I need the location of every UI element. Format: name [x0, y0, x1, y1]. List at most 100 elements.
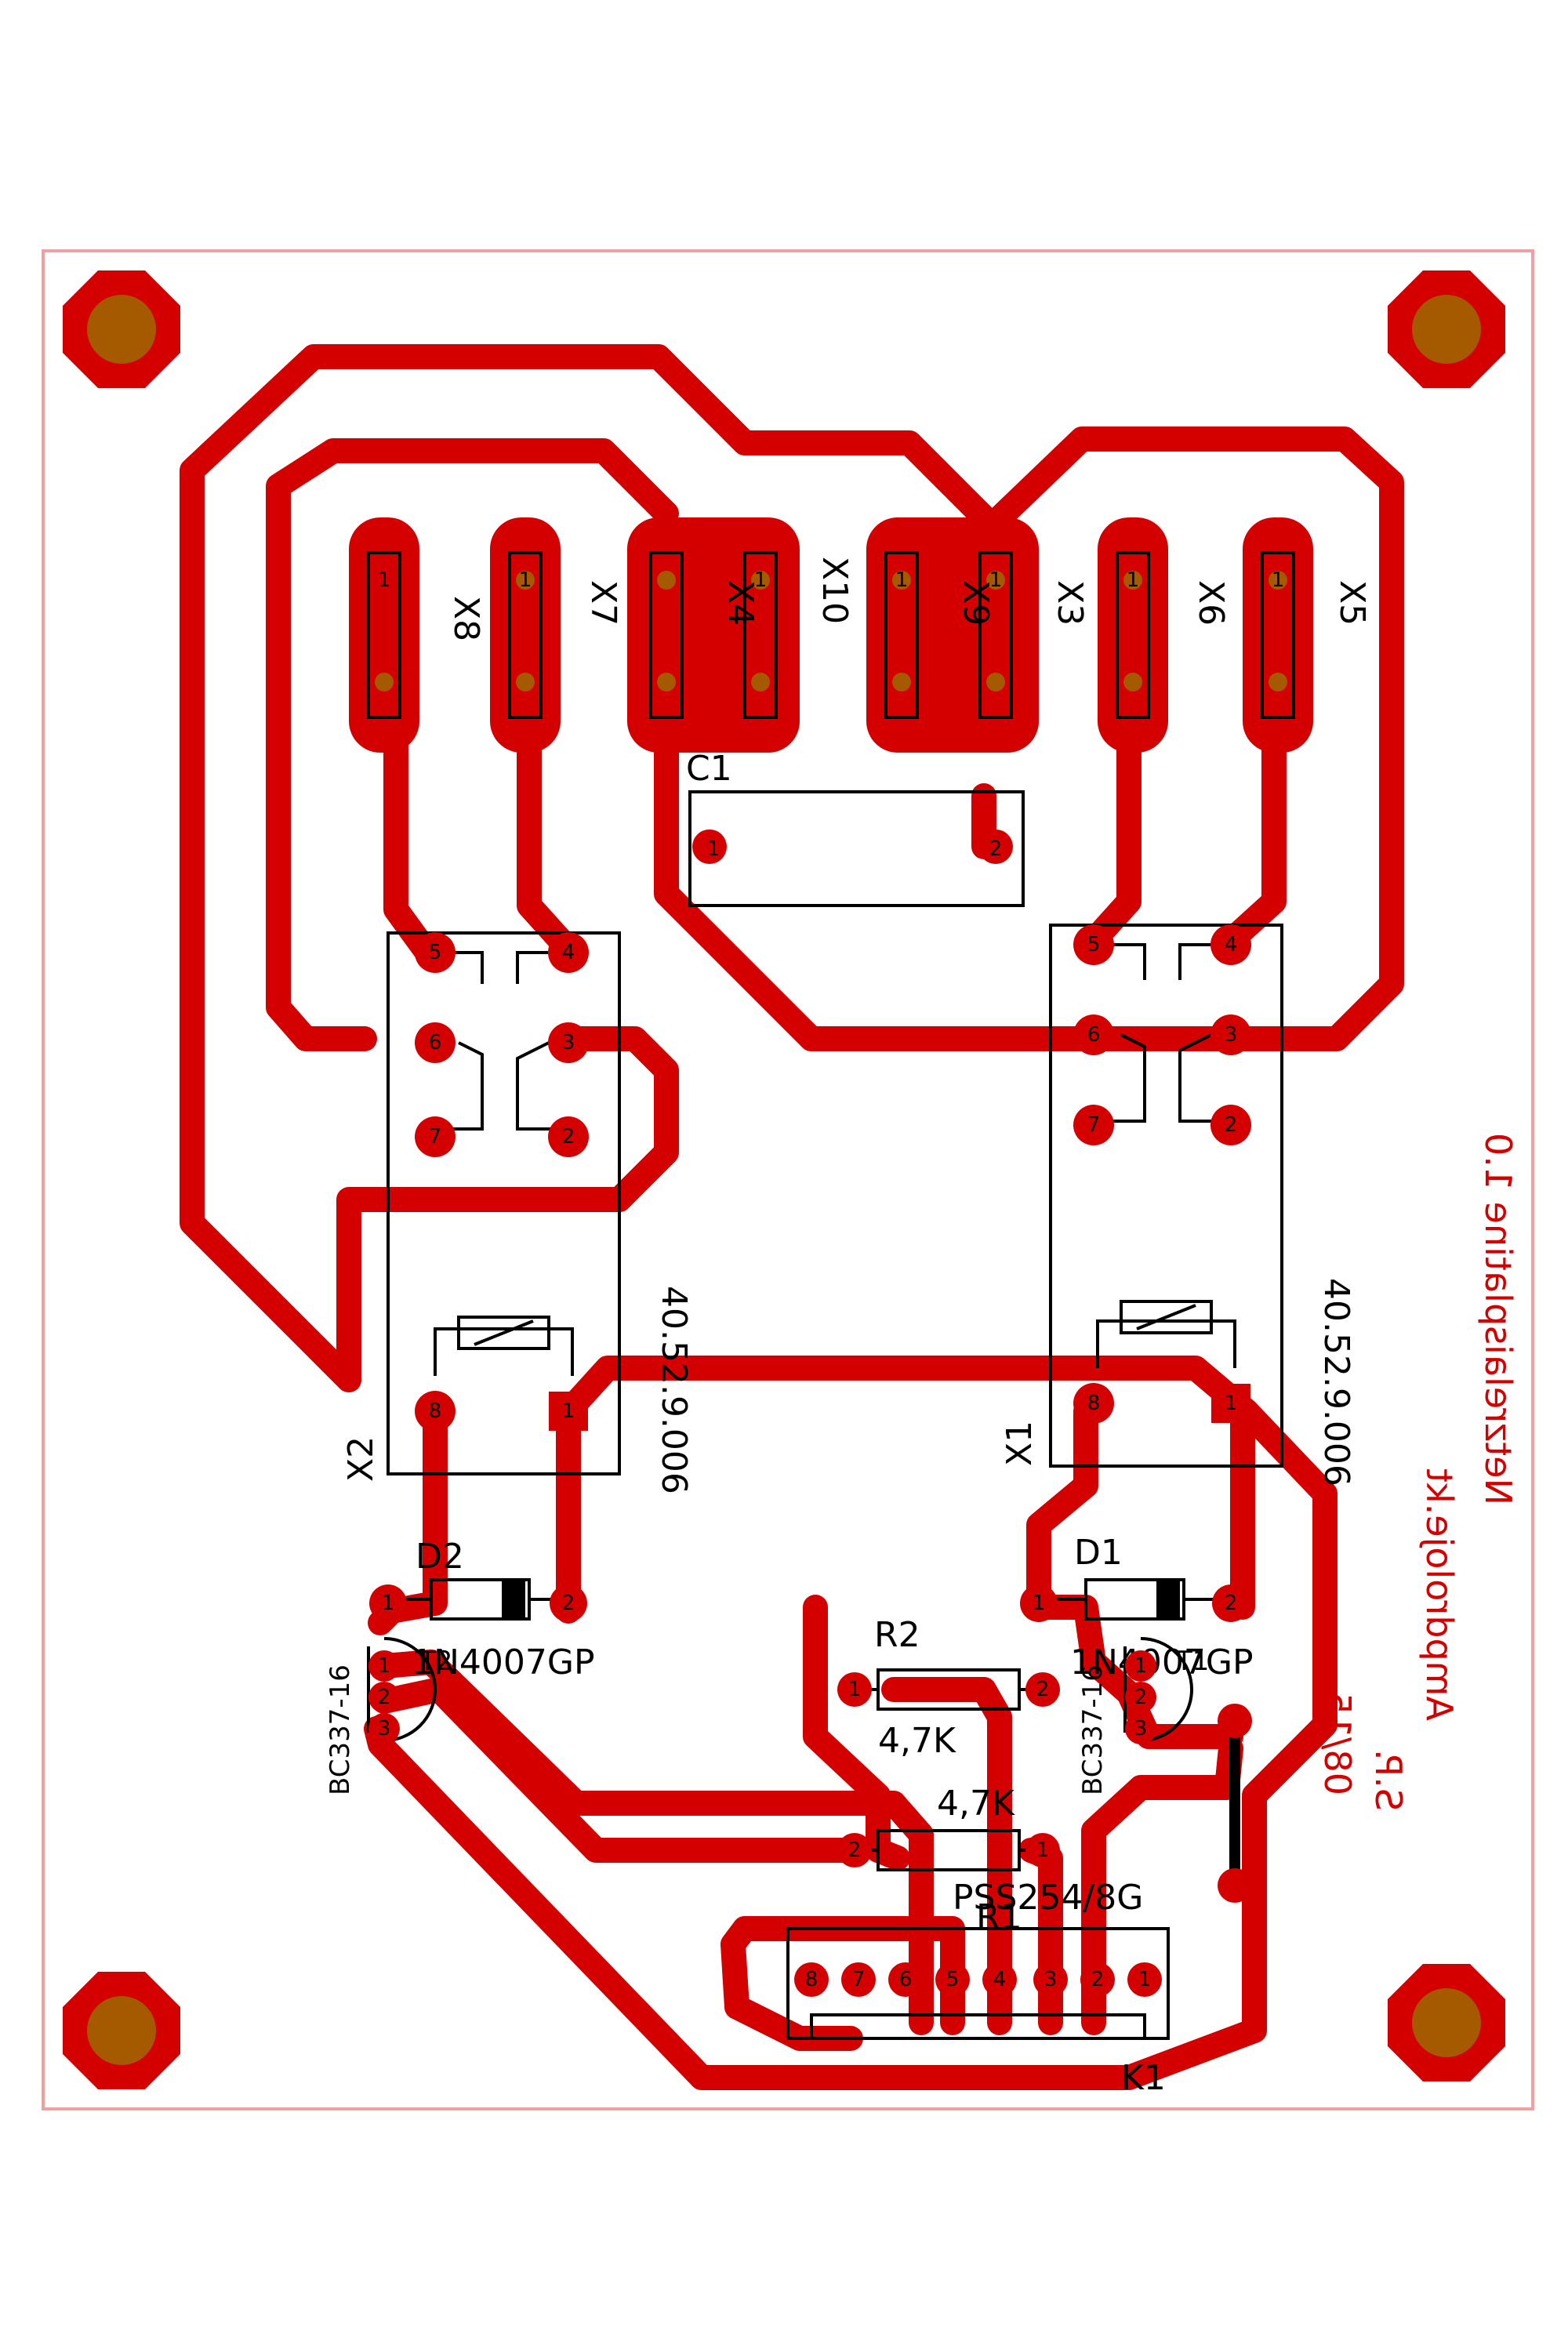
- diode-d1: 1 2 D1 1N4007GP: [1020, 1533, 1254, 1682]
- header-k1-pin7: 7: [852, 1968, 866, 1991]
- connector-x7-outline: [508, 551, 543, 719]
- relay-x1-contact-c: [1109, 1033, 1146, 1123]
- connector-x4-outline-b: [743, 551, 778, 719]
- transistor-t2-outline: [383, 1637, 437, 1742]
- connector-x4-pin-label: 1: [754, 568, 768, 592]
- relay-x2-contact-b: [516, 951, 553, 984]
- relay-x2-pin1: 1: [562, 1399, 575, 1423]
- transistor-t2-pad-1: [368, 1650, 400, 1682]
- connector-x7-ref: X7: [583, 580, 623, 626]
- relay-x2-pad-1: [549, 1392, 588, 1431]
- connector-x3-pin-label: 1: [1127, 568, 1140, 592]
- relay-x2-pin6: 6: [429, 1031, 442, 1054]
- relay-x1-part: 40.52.9.006: [1316, 1278, 1356, 1486]
- diode-d1-pad-2: [1212, 1584, 1250, 1622]
- resistor-r1-pin2: 2: [848, 1838, 862, 1862]
- transistor-t2-pin2: 2: [378, 1686, 391, 1709]
- resistor-r1-pad-2: [837, 1833, 872, 1867]
- relay-x1: 5 4 6 3 7 2 8 1 X1 40.52.9.006: [1000, 924, 1356, 1486]
- connector-x7-drill-bottom: [516, 673, 535, 691]
- header-k1-pad-6: [888, 1962, 923, 1997]
- connector-x5-ref: X5: [1332, 580, 1372, 626]
- diode-d1-pin1: 1: [1033, 1592, 1046, 1615]
- relay-x2-pin5: 5: [429, 941, 442, 964]
- diode-d1-part: 1N4007GP: [1070, 1642, 1254, 1682]
- connector-x8-outline: [367, 551, 401, 719]
- transistor-t1-pad-1: [1125, 1650, 1156, 1682]
- relay-x1-pin2: 2: [1225, 1113, 1238, 1137]
- mount-hole-top-right-drill: [1412, 295, 1481, 364]
- mount-holes: [63, 270, 1505, 2089]
- mount-hole-top-left-drill: [87, 295, 156, 364]
- transistor-t1-pin3: 3: [1134, 1717, 1148, 1740]
- relay-x2-ref: X2: [341, 1436, 381, 1482]
- connector-x3-drill-bottom: [1123, 673, 1142, 691]
- relay-x1-outline: [1049, 924, 1283, 1468]
- mount-hole-bottom-right-drill: [1412, 1988, 1481, 2057]
- connector-x3-drill-top: [1123, 571, 1142, 590]
- diode-d2-pin1: 1: [382, 1592, 395, 1615]
- transistor-t2-pad-2: [368, 1682, 400, 1713]
- capacitor-outline: [688, 790, 1025, 907]
- relay-x1-pin7: 7: [1087, 1113, 1101, 1137]
- relay-x2-part: 40.52.9.006: [654, 1286, 694, 1494]
- resistor-r1-ref: R1: [976, 1897, 1022, 1937]
- diode-d2-ref: D2: [416, 1537, 464, 1577]
- diode-d1-pad-1: [1020, 1584, 1058, 1622]
- header-k1-pin6: 6: [899, 1968, 913, 1991]
- capacitor-ref: C1: [686, 749, 732, 789]
- header-k1-pad-3: [1033, 1962, 1068, 1997]
- connector-x7-drill-top: [516, 571, 535, 590]
- connector-x10-outline: [884, 551, 919, 719]
- header-k1-pad-1: [1127, 1962, 1162, 1997]
- relay-x2-pad-5: [415, 932, 456, 973]
- transistor-t1-pin1: 1: [1134, 1654, 1148, 1678]
- connector-x8-drill-bottom: [375, 673, 394, 691]
- header-k1-pad-8: [794, 1962, 829, 1997]
- connector-x9-pin-label: 1: [989, 568, 1003, 592]
- connector-x8-drill-top: [375, 571, 394, 590]
- relay-x2-pin7: 7: [429, 1125, 442, 1149]
- connector-x6-drill-top: [1269, 571, 1287, 590]
- relay-x2-pad-2: [548, 1116, 589, 1157]
- relay-x1-pad-5: [1073, 924, 1114, 965]
- relay-x2-pin4: 4: [562, 941, 575, 964]
- resistor-r1-pin1: 1: [1036, 1838, 1050, 1862]
- diode-d2-pad-2: [550, 1584, 587, 1622]
- relay-x2-pad-4: [548, 932, 589, 973]
- header-k1-pin5: 5: [946, 1968, 960, 1991]
- connector-x9-ref: X9: [956, 580, 996, 626]
- connector-x10-drill-top: [892, 571, 911, 590]
- relay-x2-pad-7: [415, 1116, 456, 1157]
- header-k1-pad-5: [935, 1962, 970, 1997]
- transistor-t1-ref: T1: [1175, 1646, 1209, 1677]
- resistor-r2-pin1: 1: [848, 1678, 862, 1701]
- relay-x1-pin3: 3: [1225, 1023, 1238, 1047]
- jumper-pad-bottom: [1218, 1868, 1252, 1903]
- diode-d2: 1 2 D2 1N4007GP: [369, 1537, 595, 1682]
- relay-x1-pad-8: [1073, 1383, 1114, 1424]
- copper-text-line1: Netzrelaisplatine 1.0: [1477, 1133, 1519, 1505]
- relay-x2-outline: [387, 931, 621, 1475]
- header-k1-part: PSS254/8G: [953, 1878, 1143, 1918]
- relay-x1-contact-b: [1178, 943, 1215, 980]
- header-k1-pad-7: [841, 1962, 876, 1997]
- relay-x2-coil: [457, 1316, 550, 1350]
- relay-x2-pin3: 3: [562, 1031, 575, 1054]
- resistor-r1-value: 4,7K: [937, 1784, 1015, 1824]
- header-k1-outline: [786, 1927, 1170, 2040]
- copper-text-line4: 08/15: [1316, 1691, 1359, 1795]
- header-k1-pin1: 1: [1138, 1968, 1152, 1991]
- relay-x1-pin4: 4: [1225, 933, 1238, 956]
- connector-x4b-drill-top: [751, 571, 770, 590]
- relay-x1-coil: [1120, 1300, 1213, 1334]
- relay-x1-coil-leads: [1096, 1319, 1236, 1368]
- relay-x1-pad-2: [1210, 1105, 1251, 1145]
- header-k1-key: [810, 2013, 1146, 2038]
- connector-x6-drill-bottom: [1269, 673, 1287, 691]
- connector-x7-pin-label: 1: [519, 568, 532, 592]
- relay-x1-contact-d: [1178, 1033, 1215, 1123]
- transistor-t1-part: BC337-16: [1077, 1664, 1109, 1795]
- diode-d1-pin2: 2: [1225, 1592, 1238, 1615]
- header-k1-pad-2: [1080, 1962, 1115, 1997]
